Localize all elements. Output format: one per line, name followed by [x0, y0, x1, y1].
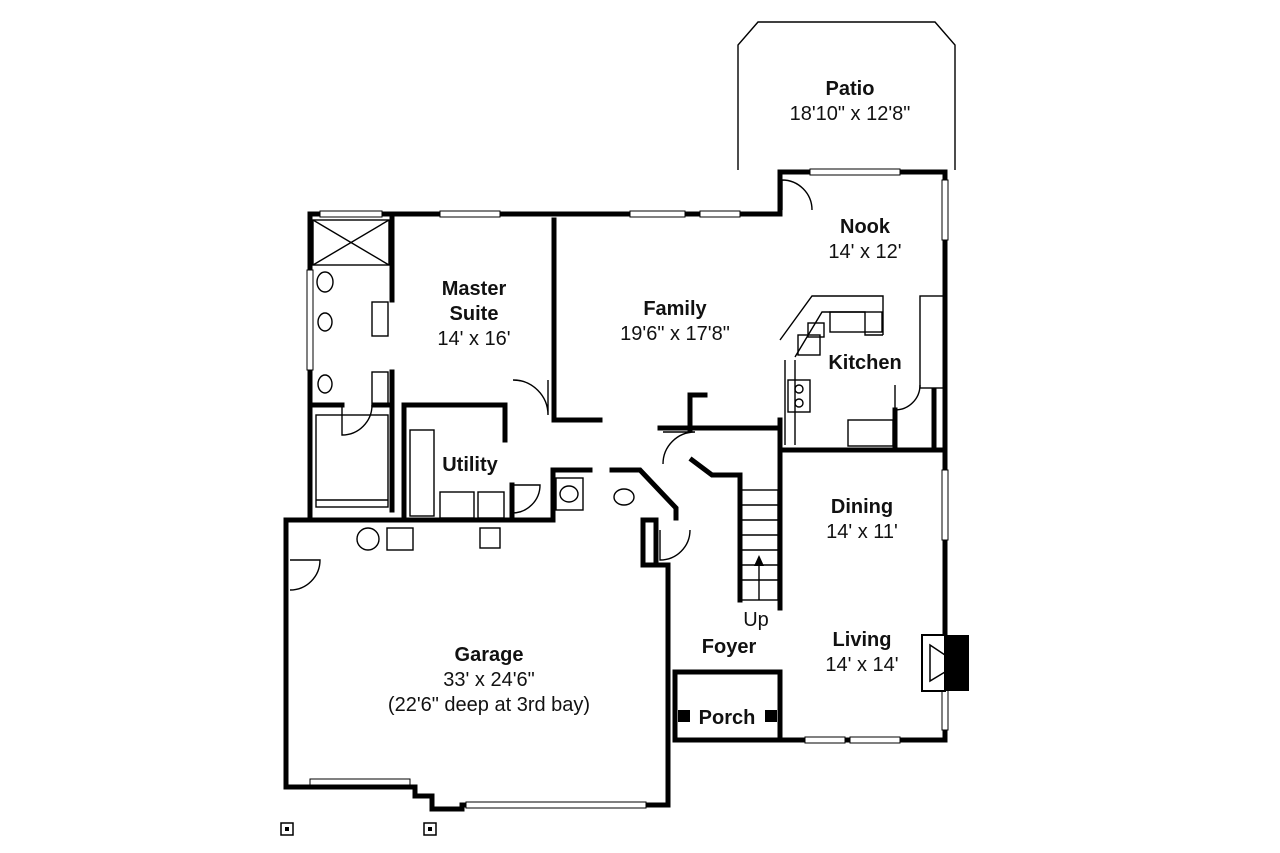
master-name-line2: Suite [450, 303, 499, 325]
windows [306, 168, 949, 809]
porch-name: Porch [699, 707, 756, 729]
fireplace-icon [921, 634, 969, 692]
footing-markers [280, 822, 437, 836]
master-size: 14' x 16' [437, 328, 510, 350]
doors [289, 179, 921, 591]
bath-fixtures [312, 219, 390, 508]
patio-name: Patio [826, 78, 875, 100]
utility-name: Utility [442, 454, 498, 476]
foyer-name: Foyer [702, 636, 757, 658]
family-size: 19'6" x 17'8" [620, 323, 730, 345]
exterior-walls [283, 169, 948, 812]
patio-size: 18'10" x 12'8" [790, 103, 911, 125]
stair-icon [739, 489, 779, 601]
porch-posts [678, 710, 777, 722]
garage-note: (22'6" deep at 3rd bay) [388, 694, 590, 716]
kitchen-counters [779, 295, 945, 447]
living-size: 14' x 14' [825, 654, 898, 676]
master-name-line1: Master [442, 278, 507, 300]
nook-name: Nook [840, 216, 891, 238]
interior-walls [307, 211, 948, 611]
patio-outline [737, 21, 956, 170]
kitchen-name: Kitchen [828, 352, 901, 374]
dining-name: Dining [831, 496, 893, 518]
family-name: Family [643, 298, 707, 320]
stair-up-label: Up [743, 609, 769, 631]
nook-size: 14' x 12' [828, 241, 901, 263]
garage-name: Garage [455, 644, 524, 666]
utility-fixtures [356, 429, 635, 551]
garage-size: 33' x 24'6" [443, 669, 534, 691]
dining-size: 14' x 11' [826, 521, 898, 543]
living-name: Living [833, 629, 892, 651]
